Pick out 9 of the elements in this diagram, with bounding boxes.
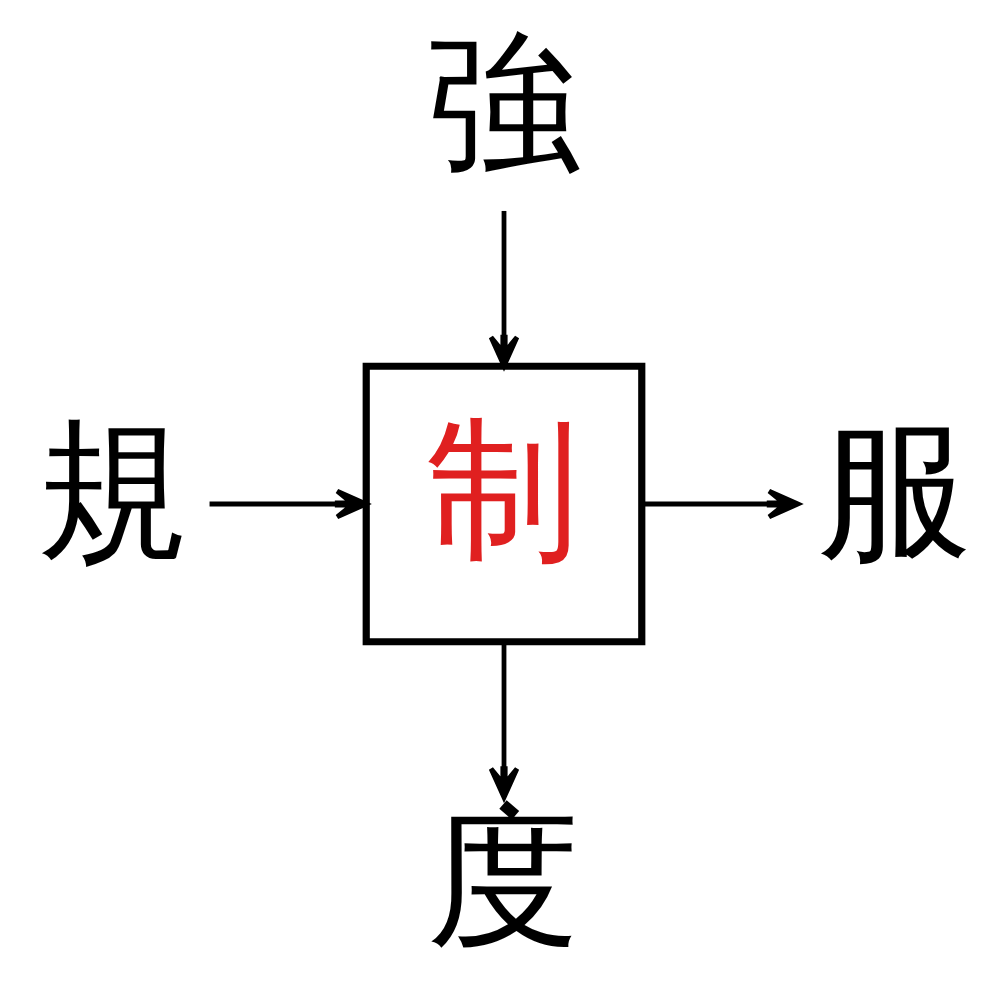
node-box: 制 [362,362,646,646]
node-text: 度 [427,787,581,966]
arrow [488,642,520,800]
arrow [488,210,520,369]
node-text: 服 [818,400,972,579]
node-text: 規 [36,400,190,579]
arrow [209,488,369,520]
node-text: 強 [427,13,581,192]
arrow [642,488,801,520]
